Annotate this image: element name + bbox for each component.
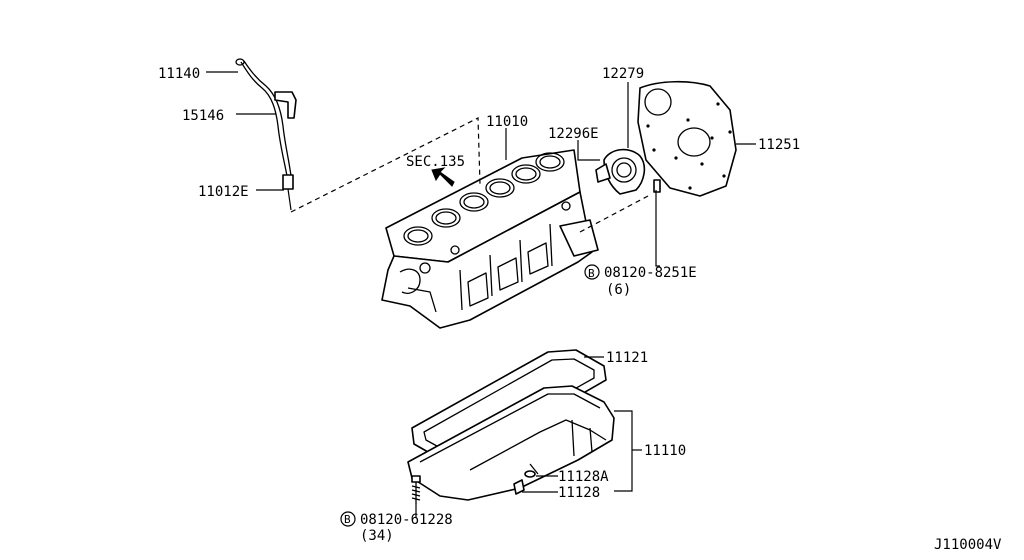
b-marker-icon	[340, 511, 356, 527]
drain-plug	[513, 470, 536, 495]
label-12279: 12279	[602, 66, 644, 82]
label-sec135: SEC.135	[406, 154, 465, 170]
label-bolt-bottom-qty: (34)	[360, 528, 394, 544]
label-bolt-top: 08120-8251E	[604, 265, 697, 281]
label-15146: 15146	[182, 108, 224, 124]
dipstick-assembly	[235, 58, 297, 211]
label-11121: 11121	[606, 350, 648, 366]
label-11110: 11110	[644, 443, 686, 459]
oil-pan	[407, 385, 615, 501]
dashed-leaders	[290, 117, 649, 233]
cylinder-block	[381, 149, 599, 329]
bolt-top-callout: B 08120-8251E (6)	[584, 264, 697, 298]
bolt-bottom-callout: B 08120-61228 (34)	[340, 511, 453, 544]
rear-plate	[637, 80, 737, 197]
diagram-id: J110004V	[934, 537, 1002, 553]
label-11251: 11251	[758, 137, 800, 153]
label-11128a: 11128A	[558, 469, 609, 485]
oil-pan-bolt	[411, 475, 421, 504]
label-11128: 11128	[558, 485, 600, 501]
b-marker-top: B	[588, 267, 595, 280]
leader-lines	[206, 71, 756, 518]
b-marker-icon	[584, 264, 600, 280]
label-11010: 11010	[486, 114, 528, 130]
label-12296e: 12296E	[548, 126, 599, 142]
label-bolt-top-qty: (6)	[606, 282, 631, 298]
arrow-icon	[431, 167, 455, 187]
label-11012e: 11012E	[198, 184, 249, 200]
oil-pan-gasket	[411, 349, 607, 461]
rear-oil-seal-retainer	[595, 148, 661, 195]
label-bolt-bottom: 08120-61228	[360, 512, 453, 528]
b-marker-bottom: B	[344, 513, 351, 526]
label-11140: 11140	[158, 66, 200, 82]
